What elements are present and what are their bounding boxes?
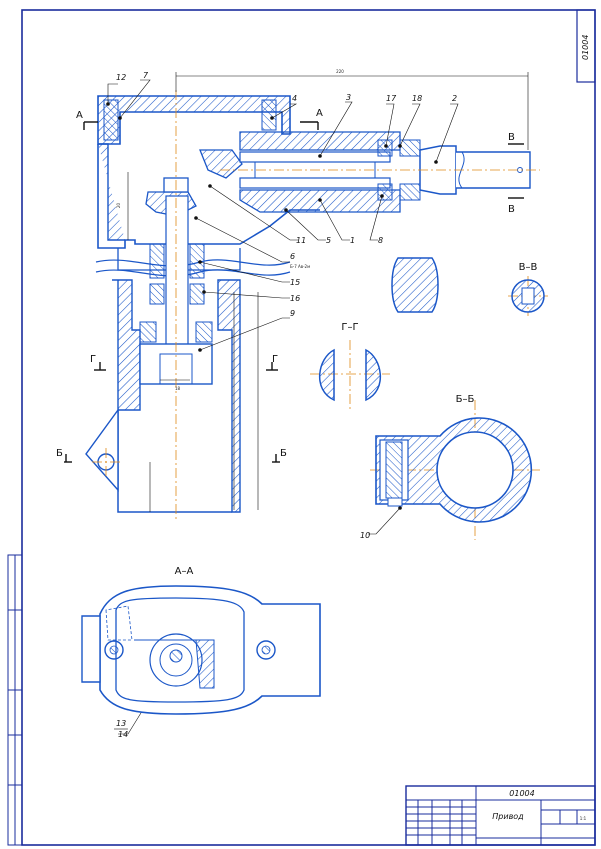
sheet-frame	[21, 9, 596, 846]
callout-2: 2	[452, 94, 457, 103]
section-b-b-title: Б–Б	[456, 394, 475, 405]
section-a-a	[81, 585, 321, 715]
left-stamp	[7, 554, 23, 846]
cut-mark-g-left: Г	[90, 354, 96, 365]
callout-14: 14	[118, 730, 128, 739]
cut-mark-a-right: А	[316, 108, 323, 119]
cut-plane-marks	[64, 121, 524, 463]
title-block	[405, 785, 596, 846]
section-a-a-title: А–А	[175, 566, 194, 577]
top-code-box: 01004	[576, 9, 596, 83]
callout-4: 4	[292, 94, 297, 103]
cut-mark-v-bottom: В	[508, 204, 515, 215]
dimension-d2-text: 18	[175, 386, 181, 391]
cut-mark-v-top: В	[508, 132, 515, 143]
callout-7: 7	[143, 71, 149, 80]
callout-15: 15	[290, 278, 300, 287]
section-g-g	[318, 348, 382, 402]
callout-13: 13	[116, 719, 126, 728]
title-block-code: 01004	[509, 789, 534, 798]
main-section-view	[85, 95, 531, 513]
section-v-v-title: В–В	[519, 262, 538, 273]
dimension-220-text: 220	[336, 69, 344, 74]
section-g-g-title: Г–Г	[341, 322, 358, 333]
callout-8: 8	[378, 236, 383, 245]
callout-numbers: 12 7 4 3 17 18 2 11 5 1 8 6 Б-7 Ав-2м 15…	[116, 71, 457, 739]
cut-mark-b-right: Б	[280, 448, 287, 459]
title-block-name: Привод	[492, 812, 524, 821]
section-b-b	[375, 417, 533, 523]
callout-5: 5	[326, 236, 331, 245]
callout-18: 18	[412, 94, 422, 103]
dimension-220	[175, 72, 529, 150]
callout-10: 10	[360, 531, 370, 540]
top-code-text: 01004	[581, 35, 590, 60]
vertical-dimensions	[127, 172, 259, 512]
shaft-cross-section	[391, 257, 439, 313]
section-v-v	[511, 279, 545, 313]
callout-3: 3	[346, 93, 351, 102]
title-block-scale: 1:1	[580, 816, 587, 821]
callout-16: 16	[290, 294, 300, 303]
dimension-d1-text: 20	[116, 202, 121, 208]
callout-12: 12	[116, 73, 126, 82]
callout-6-note: Б-7 Ав-2м	[290, 264, 310, 269]
callout-9: 9	[290, 309, 295, 318]
cut-mark-b-left: Б	[56, 448, 63, 459]
cut-mark-a-left: А	[76, 110, 83, 121]
callout-11: 11	[296, 236, 306, 245]
cut-mark-g-right: Г	[272, 354, 278, 365]
callout-6: 6	[290, 252, 295, 261]
callout-17: 17	[386, 94, 397, 103]
callout-1: 1	[350, 236, 355, 245]
